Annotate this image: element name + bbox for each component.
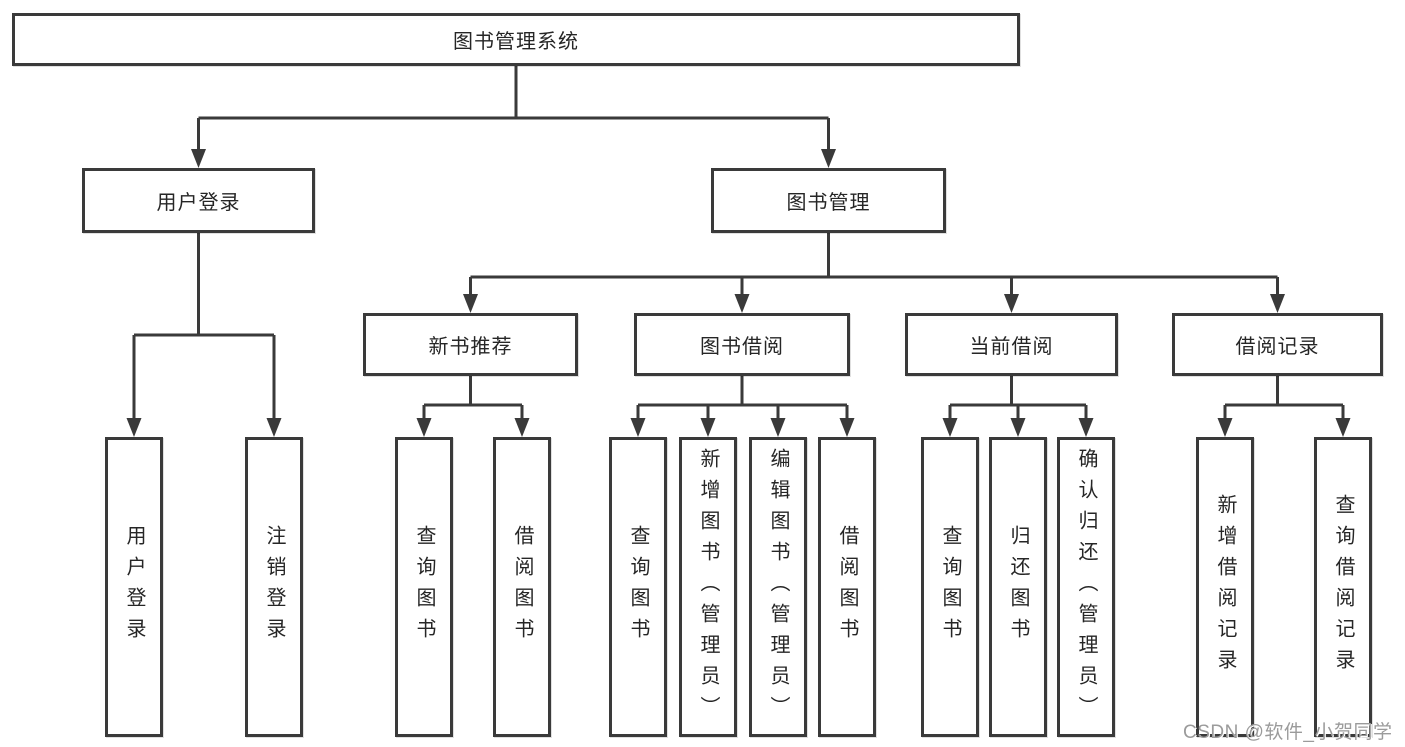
- leaf-query-books-3: 查询图书: [921, 437, 979, 737]
- node-current-borrow: 当前借阅: [905, 313, 1118, 376]
- leaf-query-books-1: 查询图书: [395, 437, 453, 737]
- leaf-edit-books-admin: 编辑图书（管理员）: [749, 437, 807, 737]
- node-user-login: 用户登录: [82, 168, 315, 233]
- leaf-return-books: 归还图书: [989, 437, 1047, 737]
- leaf-query-borrow-record: 查询借阅记录: [1314, 437, 1372, 737]
- leaf-borrow-books-2: 借阅图书: [818, 437, 876, 737]
- node-book-borrow: 图书借阅: [634, 313, 850, 376]
- leaf-confirm-return-admin: 确认归还（管理员）: [1057, 437, 1115, 737]
- leaf-add-books-admin: 新增图书（管理员）: [679, 437, 737, 737]
- node-system-root: 图书管理系统: [12, 13, 1020, 66]
- csdn-watermark: CSDN @软件_小贺同学: [1183, 722, 1393, 743]
- leaf-user-login: 用户登录: [105, 437, 163, 737]
- node-new-book-recommend: 新书推荐: [363, 313, 578, 376]
- leaf-query-books-2: 查询图书: [609, 437, 667, 737]
- leaf-borrow-books-1: 借阅图书: [493, 437, 551, 737]
- node-book-management: 图书管理: [711, 168, 946, 233]
- leaf-logout: 注销登录: [245, 437, 303, 737]
- leaf-add-borrow-record: 新增借阅记录: [1196, 437, 1254, 737]
- node-borrow-records: 借阅记录: [1172, 313, 1383, 376]
